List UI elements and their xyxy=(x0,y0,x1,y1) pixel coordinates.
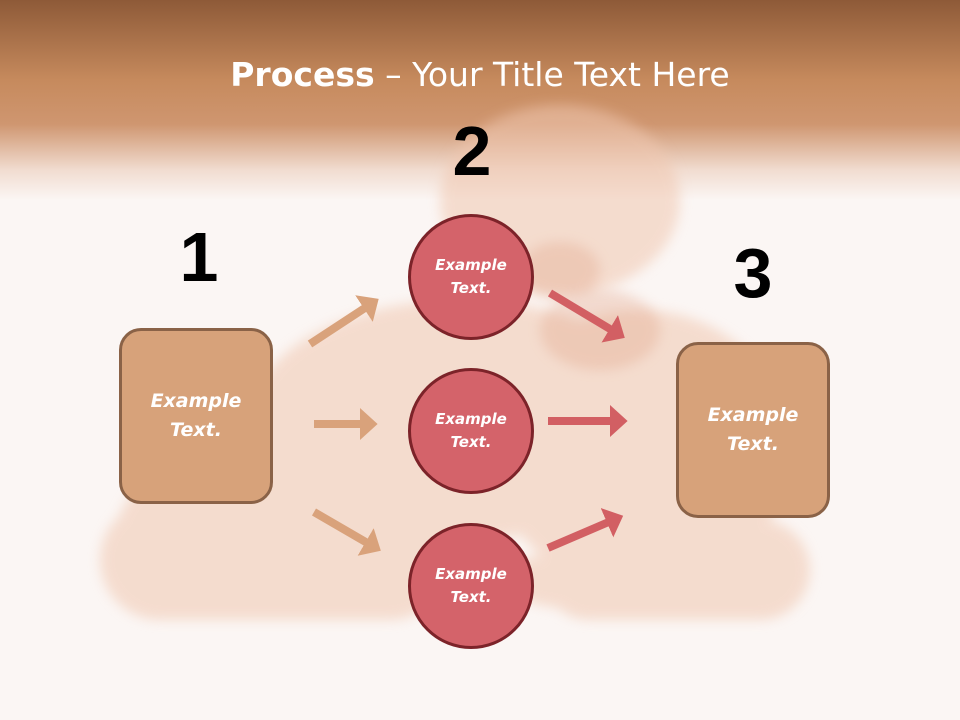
step-2-circle-bottom-text: Example Text. xyxy=(435,565,507,606)
title-bold: Process xyxy=(230,55,375,94)
arrow-bottom-to-3 xyxy=(546,508,624,552)
step-number-1: 1 xyxy=(179,218,219,296)
step-2-circle-top: Example Text. xyxy=(408,214,534,340)
arrow-1-to-bottom xyxy=(311,508,381,556)
step-number-2: 2 xyxy=(452,112,492,190)
step-3-box: Example Text. xyxy=(676,342,830,518)
step-number-3: 3 xyxy=(733,234,773,312)
title-rest: – Your Title Text Here xyxy=(374,55,730,94)
arrow-top-to-3 xyxy=(547,289,625,343)
step-1-box: Example Text. xyxy=(119,328,273,504)
slide-title: Process – Your Title Text Here xyxy=(0,54,960,96)
step-3-text: Example Text. xyxy=(707,404,799,455)
step-2-circle-middle: Example Text. xyxy=(408,368,534,494)
step-1-text: Example Text. xyxy=(150,390,242,441)
step-2-circle-bottom: Example Text. xyxy=(408,523,534,649)
step-2-circle-middle-text: Example Text. xyxy=(435,410,507,451)
step-2-circle-top-text: Example Text. xyxy=(435,256,507,297)
arrow-1-to-top xyxy=(307,295,379,348)
